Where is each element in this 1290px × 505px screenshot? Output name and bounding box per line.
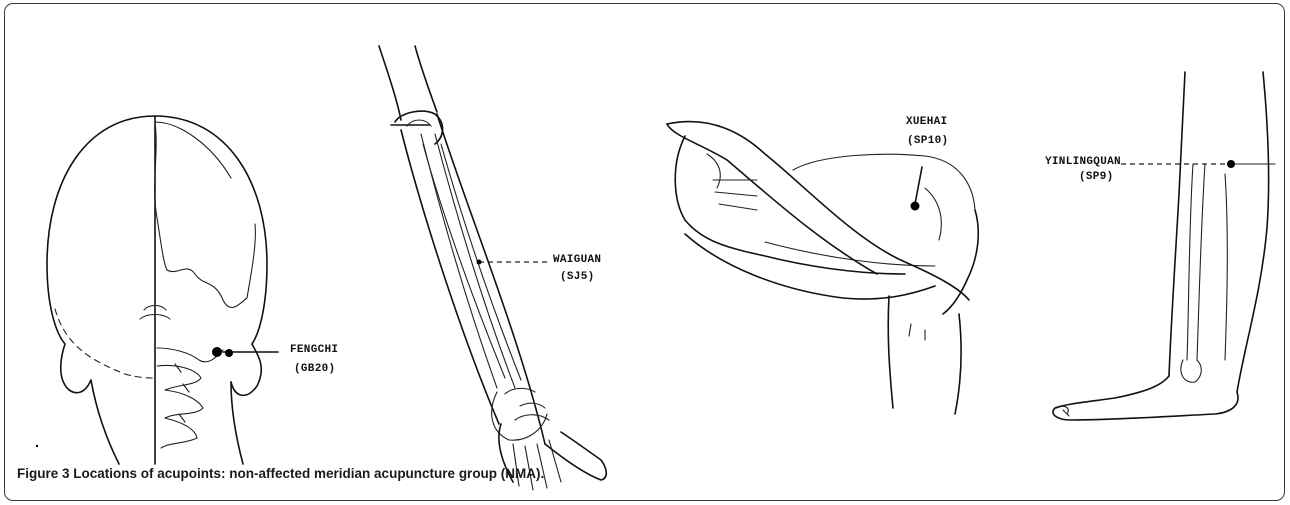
figure-frame: FENGCHI (GB20) WAIGUAN (SJ5) (4, 3, 1285, 501)
leg-illustration (5, 4, 1290, 464)
acupoint-code-yinlingquan: (SP9) (1079, 171, 1114, 184)
figure-caption: Figure 3 Locations of acupoints: non-aff… (17, 466, 544, 481)
figure-title: Locations of acupoints: non-affected mer… (73, 466, 544, 481)
acupoint-label-yinlingquan: YINLINGQUAN (1045, 156, 1121, 169)
figure-label: Figure 3 (17, 466, 70, 481)
leg-drawing (5, 4, 1290, 464)
